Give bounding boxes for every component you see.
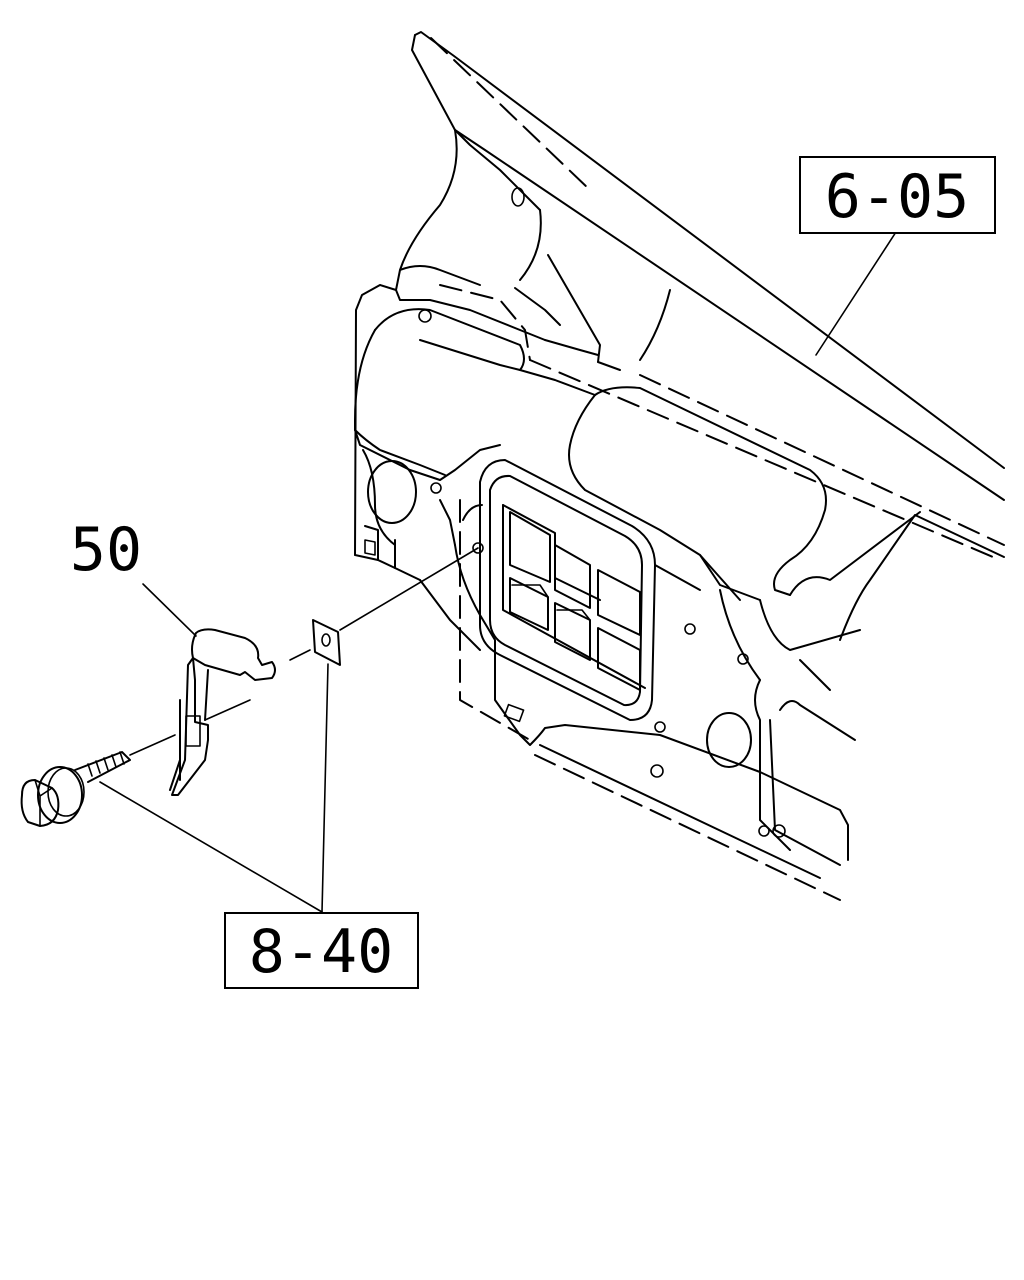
dash-panel-illustration xyxy=(354,31,1005,901)
bracket-part-illustration xyxy=(169,628,276,796)
callout-ref-top: 6-05 xyxy=(799,156,996,234)
bolt-illustration xyxy=(20,751,131,827)
callout-ref-bottom: 8-40 xyxy=(224,912,419,989)
leader-lines xyxy=(99,231,897,913)
washer-plate-illustration xyxy=(312,619,341,666)
ref-bottom-label: 8-40 xyxy=(249,917,394,987)
ref-top-label: 6-05 xyxy=(825,162,970,232)
part-number-label: 50 xyxy=(70,515,142,585)
